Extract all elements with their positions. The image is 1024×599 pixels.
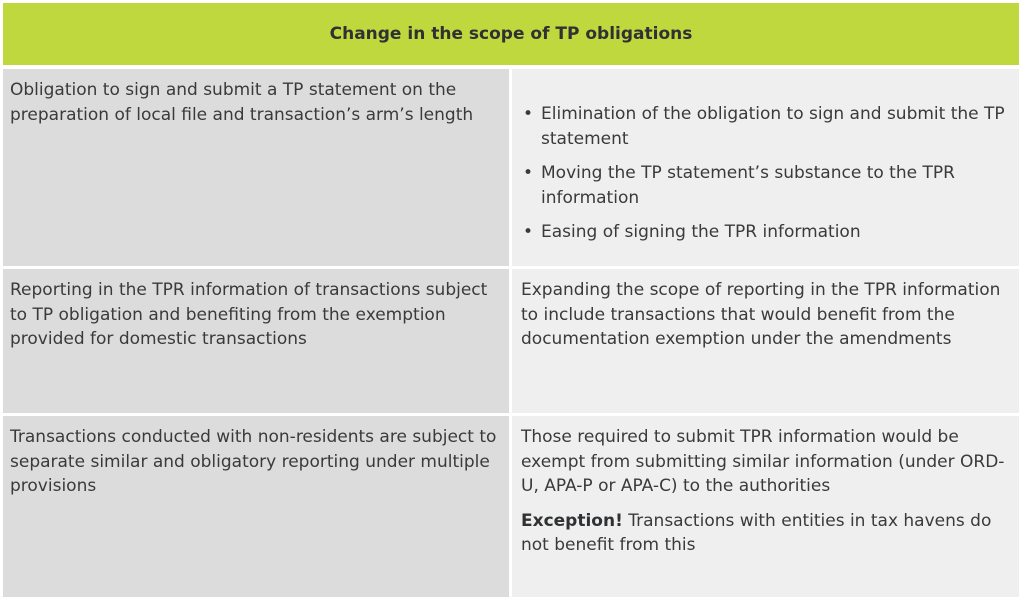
bullet-icon: • (523, 104, 534, 124)
row-3-left-text: Transactions conducted with non-resident… (10, 427, 497, 496)
list-item: • Elimination of the obligation to sign … (521, 102, 1011, 151)
row-3-right-text: Those required to submit TPR information… (521, 427, 1005, 496)
row-2-right-text: Expanding the scope of reporting in the … (521, 280, 1001, 349)
scope-change-table: Change in the scope of TP obligations Ob… (3, 3, 1019, 597)
exception-note: Exception! Transactions with entities in… (521, 509, 1011, 558)
list-item: • Easing of signing the TPR information (521, 220, 1011, 245)
bullet-text: Easing of signing the TPR information (541, 222, 861, 242)
row-2-current-state: Reporting in the TPR information of tran… (3, 269, 509, 413)
bullet-icon: • (523, 222, 534, 242)
exception-text: Transactions with entities in tax havens… (521, 510, 992, 556)
list-item: • Moving the TP statement’s substance to… (521, 161, 1011, 210)
row-3-change: Those required to submit TPR information… (512, 416, 1019, 597)
row-2-left-text: Reporting in the TPR information of tran… (10, 280, 488, 349)
table-header: Change in the scope of TP obligations (3, 3, 1019, 65)
row-3-current-state: Transactions conducted with non-resident… (3, 416, 509, 597)
table-row: Transactions conducted with non-resident… (3, 416, 1019, 597)
row-2-change: Expanding the scope of reporting in the … (512, 269, 1019, 413)
table-row: Reporting in the TPR information of tran… (3, 269, 1019, 413)
row-1-left-text: Obligation to sign and submit a TP state… (10, 80, 474, 125)
bullet-text: Elimination of the obligation to sign an… (541, 104, 1005, 149)
row-1-current-state: Obligation to sign and submit a TP state… (3, 69, 509, 266)
row-1-change: • Elimination of the obligation to sign … (512, 69, 1019, 266)
bullet-text: Moving the TP statement’s substance to t… (541, 163, 955, 208)
row-3-right-paragraph: Those required to submit TPR information… (521, 425, 1011, 499)
table-row: Obligation to sign and submit a TP state… (3, 69, 1019, 266)
exception-label: Exception! (521, 510, 623, 531)
row-1-bullet-list: • Elimination of the obligation to sign … (521, 102, 1011, 245)
table-title: Change in the scope of TP obligations (329, 24, 693, 44)
bullet-icon: • (523, 163, 534, 183)
